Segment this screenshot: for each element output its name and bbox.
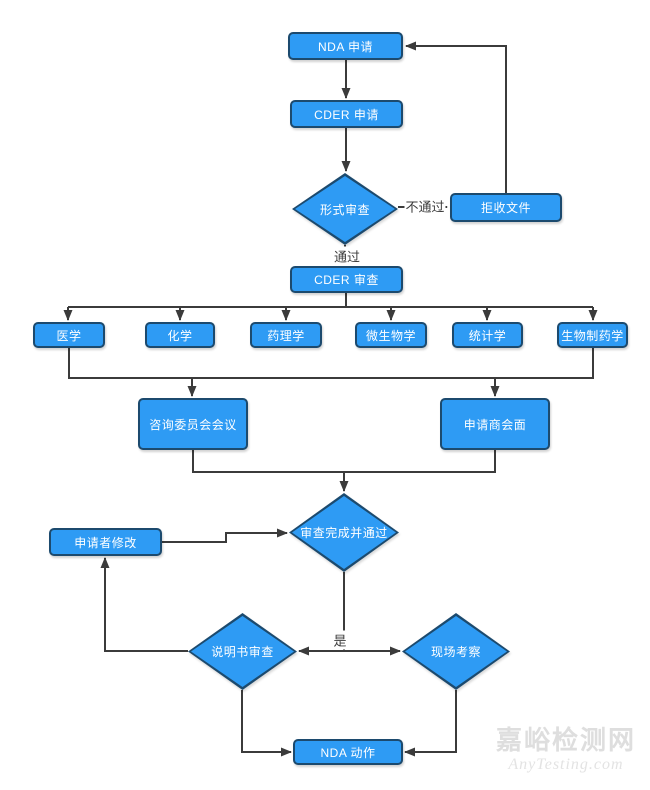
connector-instruction-review-to-nda-action	[241, 690, 292, 757]
node-cder-application: CDER 申请	[290, 100, 403, 128]
node-cder-review-label: CDER 审查	[314, 273, 379, 287]
connector-disciplines-join-rail	[68, 348, 594, 379]
watermark-site-name: 嘉峪检测网	[495, 725, 636, 755]
node-reject-documents: 拒收文件	[450, 193, 562, 222]
node-microbiology-label: 微生物学	[365, 328, 416, 343]
node-cder-review: CDER 审查	[290, 266, 403, 293]
node-review-complete-pass-label: 审查完成并通过	[300, 526, 388, 540]
node-advisory-committee-meeting-label: 咨询委员会会议	[149, 417, 237, 432]
node-applicant-meeting: 申请商会面	[440, 398, 550, 450]
node-nda-application-label: NDA 申请	[317, 39, 373, 54]
connector-instruction-review-to-revision	[100, 557, 188, 652]
node-chemistry-label: 化学	[167, 328, 193, 343]
node-chemistry: 化学	[145, 322, 215, 348]
node-reject-documents-label: 拒收文件	[480, 201, 531, 215]
edge-label-yes: 是	[332, 630, 348, 650]
node-applicant-revision-label: 申请者修改	[74, 535, 137, 550]
node-advisory-committee-meeting: 咨询委员会会议	[138, 398, 248, 450]
node-medicine: 医学	[33, 322, 105, 348]
node-applicant-revision: 申请者修改	[49, 528, 162, 556]
node-nda-application: NDA 申请	[288, 32, 403, 60]
connector-meetings-join-rail	[192, 450, 496, 473]
node-instruction-review-label: 说明书审查	[211, 645, 274, 659]
node-pharmacology: 药理学	[250, 322, 322, 348]
connector-cder-review-fanout-rail	[68, 293, 593, 308]
node-statistics: 统计学	[452, 322, 523, 348]
node-formal-review-label: 形式审查	[319, 202, 370, 217]
connector-site-inspection-to-nda-action	[404, 690, 457, 757]
node-applicant-meeting-label: 申请商会面	[463, 417, 527, 432]
connector-reject-to-nda-application	[405, 41, 507, 193]
watermark: 嘉峪检测网 AnyTesting.com	[492, 726, 640, 774]
node-biopharmaceutics-label: 生物制药学	[561, 328, 624, 343]
edge-label-fail: 不通过	[404, 196, 446, 216]
node-biopharmaceutics: 生物制药学	[557, 322, 628, 348]
node-instruction-review: 说明书审查	[188, 613, 297, 690]
node-statistics-label: 统计学	[468, 328, 507, 343]
watermark-site-url: AnyTesting.com	[508, 755, 624, 773]
connector-revision-to-review-complete	[162, 528, 288, 543]
node-nda-action: NDA 动作	[293, 739, 403, 765]
node-medicine-label: 医学	[56, 328, 82, 343]
node-microbiology: 微生物学	[355, 322, 427, 348]
node-site-inspection-label: 现场考察	[430, 645, 481, 659]
node-site-inspection: 现场考察	[402, 613, 510, 690]
node-cder-application-label: CDER 申请	[314, 107, 379, 122]
node-pharmacology-label: 药理学	[267, 328, 305, 343]
node-nda-action-label: NDA 动作	[320, 745, 376, 760]
edge-label-pass: 通过	[332, 246, 362, 266]
node-formal-review: 形式审查	[292, 173, 398, 245]
node-review-complete-pass: 审查完成并通过	[289, 493, 399, 572]
